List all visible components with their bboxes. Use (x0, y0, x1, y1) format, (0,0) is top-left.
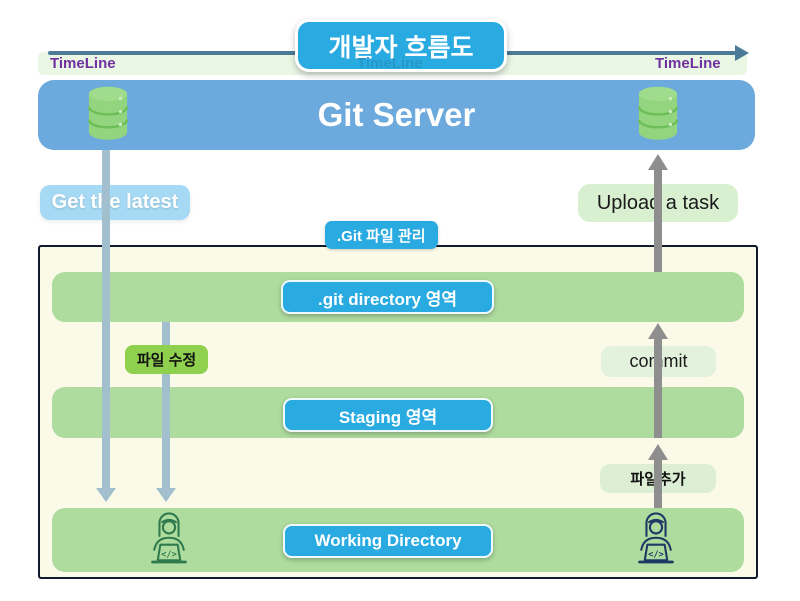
staging-area-button: Staging 영역 (283, 398, 493, 432)
code-glyph: </> (648, 550, 664, 560)
database-icon (637, 86, 679, 140)
git-server-bar: Git Server (38, 80, 755, 150)
database-icon (87, 86, 129, 140)
timeline-label-center: TimeLine (357, 55, 423, 72)
developer-at-laptop-icon: </> (638, 512, 674, 564)
get-the-latest-label: Get the latest (40, 185, 190, 220)
code-glyph: </> (161, 550, 177, 560)
developer-at-laptop-icon: </> (151, 512, 187, 564)
push-arrowhead-icon (648, 154, 668, 170)
working-directory-area-button: Working Directory (283, 524, 493, 558)
timeline-arrowhead-icon (735, 45, 749, 61)
push-arrow-shaft (654, 170, 662, 272)
pull-arrow-shaft (102, 150, 110, 488)
file-edit-label: 파일 수정 (125, 345, 208, 374)
page-title: 개발자 흐름도 (295, 19, 507, 72)
add-arrowhead-icon (648, 444, 668, 460)
pull-arrowhead-icon (96, 488, 116, 502)
timeline-label-right: TimeLine (655, 55, 721, 72)
checkout-arrow-shaft (162, 322, 170, 488)
git-file-management-tag: .Git 파일 관리 (325, 221, 438, 249)
timeline-label-left: TimeLine (50, 55, 116, 72)
commit-arrowhead-icon (648, 323, 668, 339)
add-arrow-shaft (654, 460, 662, 508)
commit-arrow-shaft (654, 339, 662, 438)
checkout-arrowhead-icon (156, 488, 176, 502)
git-directory-area-button: .git directory 영역 (281, 280, 494, 314)
